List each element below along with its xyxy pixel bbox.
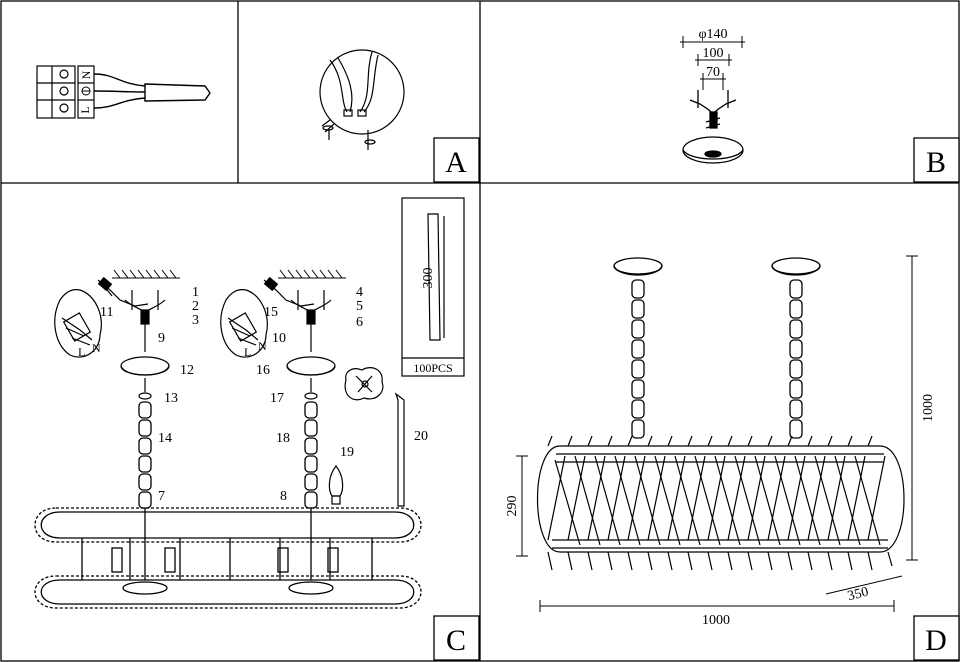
chain-left — [138, 401, 152, 509]
terminal-l-left: L — [78, 345, 85, 359]
canopies-d — [613, 257, 821, 276]
crystal-body-d — [537, 435, 905, 571]
terminal-n-left: N — [92, 341, 101, 355]
dim-total-height: 1000 — [921, 394, 936, 422]
panel-c-letter-box — [433, 615, 480, 661]
panel-b: φ140 100 70 B — [680, 27, 960, 183]
dim-body-height: 290 — [505, 496, 520, 517]
dim-screw-spacing: 70 — [706, 65, 720, 80]
part-6: 6 — [356, 315, 363, 330]
terminal-l-right: L — [244, 345, 251, 359]
part-8: 8 — [280, 489, 287, 504]
panel-a: N L A — [36, 49, 480, 183]
part-1: 1 — [192, 285, 199, 300]
terminal-mark-l: L — [78, 106, 92, 113]
rod-spec-box — [401, 197, 465, 377]
mounting-bracket-b — [682, 90, 744, 164]
ceiling-hatch-left — [112, 269, 180, 279]
rod-length: 300 — [421, 268, 436, 289]
dimension-lines-d — [516, 255, 918, 612]
panel-c-letter: C — [446, 624, 466, 657]
chain-right — [304, 401, 318, 509]
part-9: 9 — [158, 331, 165, 346]
dim-depth: 350 — [846, 585, 870, 605]
part-2: 2 — [192, 299, 199, 314]
part-5: 5 — [356, 299, 363, 314]
hanging-hardware-left — [120, 290, 170, 400]
terminal-block-a — [36, 65, 95, 119]
part-20: 20 — [414, 429, 428, 444]
dimension-lines-b — [680, 36, 745, 90]
dim-outer-diameter: φ140 — [698, 27, 727, 42]
panel-d: 1000 290 1000 350 D — [505, 255, 960, 661]
panel-a-letter: A — [445, 146, 467, 179]
ceiling-hatch-right — [278, 269, 346, 279]
dim-bracket-width: 100 — [703, 46, 724, 61]
part-13: 13 — [164, 391, 178, 406]
terminal-bubble-left — [54, 276, 149, 358]
part-11: 11 — [100, 305, 113, 320]
dim-width: 1000 — [702, 613, 730, 628]
part-18: 18 — [276, 431, 290, 446]
terminal-bubble-right — [220, 276, 315, 358]
panel-a-letter-box — [433, 137, 480, 183]
part-3: 3 — [192, 313, 199, 328]
chandelier-frame-c — [34, 507, 422, 609]
rod-clip-bubble — [344, 367, 405, 507]
cable-a — [93, 73, 211, 109]
part-15: 15 — [264, 305, 278, 320]
part-7: 7 — [158, 489, 165, 504]
part-10: 10 — [272, 331, 286, 346]
part-12: 12 — [180, 363, 194, 378]
candle-bulb-icon — [328, 465, 344, 505]
panel-b-letter: B — [926, 146, 946, 179]
panel-b-letter-box — [913, 137, 960, 183]
part-16: 16 — [256, 363, 270, 378]
part-4: 4 — [356, 285, 363, 300]
hanging-hardware-right — [286, 290, 336, 400]
rod-count: 100PCS — [413, 361, 452, 375]
panel-d-letter: D — [925, 624, 947, 657]
panel-c: L N L N — [34, 197, 480, 661]
chains-d — [631, 279, 803, 439]
wire-connector-detail — [319, 49, 405, 150]
panel-d-letter-box — [913, 615, 960, 661]
ground-symbol — [81, 86, 91, 96]
part-14: 14 — [158, 431, 172, 446]
terminal-n-right: N — [258, 339, 267, 353]
part-19: 19 — [340, 445, 354, 460]
part-17: 17 — [270, 391, 284, 406]
terminal-mark-n: N — [79, 70, 93, 79]
